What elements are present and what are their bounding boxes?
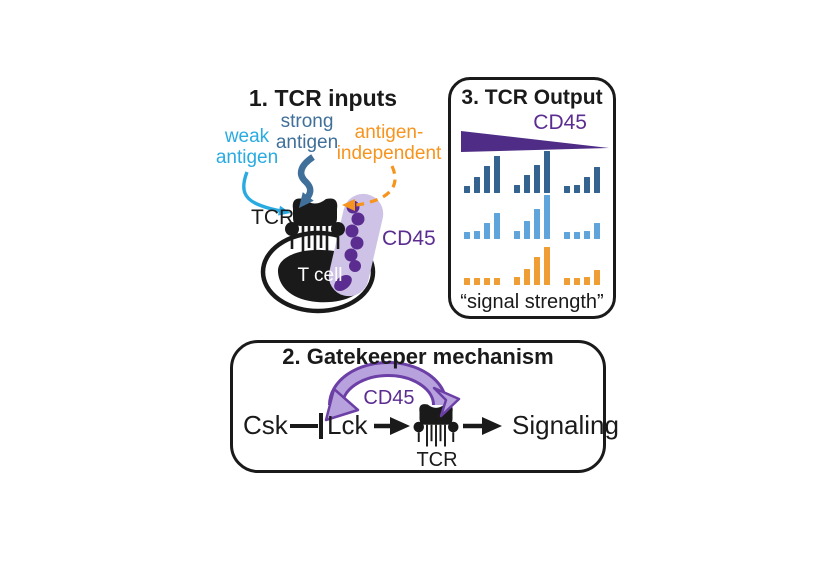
cd45-gradient-label: CD45: [533, 111, 587, 134]
bar: [524, 269, 530, 285]
panel3-title: 3. TCR Output: [461, 86, 603, 109]
panel1-title: 1. TCR inputs: [248, 85, 398, 111]
bar: [594, 167, 600, 193]
bar: [584, 177, 590, 193]
bar: [484, 166, 490, 193]
mini-bar-chart: [514, 195, 550, 239]
bar: [544, 195, 550, 239]
bar: [534, 257, 540, 285]
strong-antigen-arrow: [297, 154, 315, 209]
bar: [574, 278, 580, 285]
bar: [514, 185, 520, 193]
mini-bar-chart: [464, 278, 500, 285]
mini-bar-chart: [514, 247, 550, 285]
mini-bar-chart: [464, 156, 500, 193]
bar: [564, 278, 570, 285]
bar: [574, 232, 580, 239]
bar: [474, 177, 480, 193]
bar: [464, 186, 470, 193]
antigen-independent-label: antigen- independent: [336, 122, 442, 165]
bar: [574, 185, 580, 193]
mini-bar-chart: [564, 270, 600, 285]
bar: [534, 165, 540, 193]
chart-row: [451, 195, 613, 239]
lck-label: Lck: [327, 410, 368, 440]
bar: [584, 277, 590, 285]
bar-chart-grid: [451, 149, 613, 287]
antigen-independent-arrow: [342, 165, 397, 211]
bar: [524, 175, 530, 193]
bar: [494, 278, 500, 285]
mini-bar-chart: [514, 151, 550, 193]
bar: [594, 223, 600, 239]
strong-antigen-label: strong antigen: [275, 111, 339, 154]
bar: [464, 232, 470, 239]
panel2-title: 2. Gatekeeper mechanism: [282, 344, 554, 369]
cd45-gradient-wedge: [461, 131, 609, 152]
bar: [494, 156, 500, 193]
signaling-label: Signaling: [512, 410, 619, 440]
bar: [484, 223, 490, 239]
cd45-recycling-label: CD45: [363, 387, 415, 409]
weak-antigen-label: weak antigen: [215, 126, 279, 169]
bar: [464, 278, 470, 285]
bar: [514, 277, 520, 285]
bar: [544, 247, 550, 285]
cd45-label: CD45: [382, 227, 436, 250]
bar: [514, 231, 520, 239]
bar: [544, 151, 550, 193]
tcr-label: TCR: [416, 449, 458, 471]
bar: [564, 232, 570, 239]
bar: [474, 231, 480, 239]
bar: [584, 231, 590, 239]
bar: [534, 209, 540, 239]
bar: [594, 270, 600, 285]
tcr-label: TCR: [251, 206, 295, 229]
bar: [494, 213, 500, 239]
bar: [524, 221, 530, 239]
signal-strength-caption: “signal strength”: [460, 291, 604, 313]
mini-bar-chart: [564, 223, 600, 239]
chart-row: [451, 241, 613, 285]
mini-bar-chart: [564, 167, 600, 193]
t-cell-label: T cell: [297, 265, 343, 286]
bar: [484, 278, 490, 285]
tcr-output-panel-box: 3. TCR Output CD45 “signal strength”: [448, 77, 616, 319]
csk-label: Csk: [243, 410, 288, 440]
bar: [474, 278, 480, 285]
bar: [564, 186, 570, 193]
chart-row: [451, 149, 613, 193]
mini-bar-chart: [464, 213, 500, 239]
